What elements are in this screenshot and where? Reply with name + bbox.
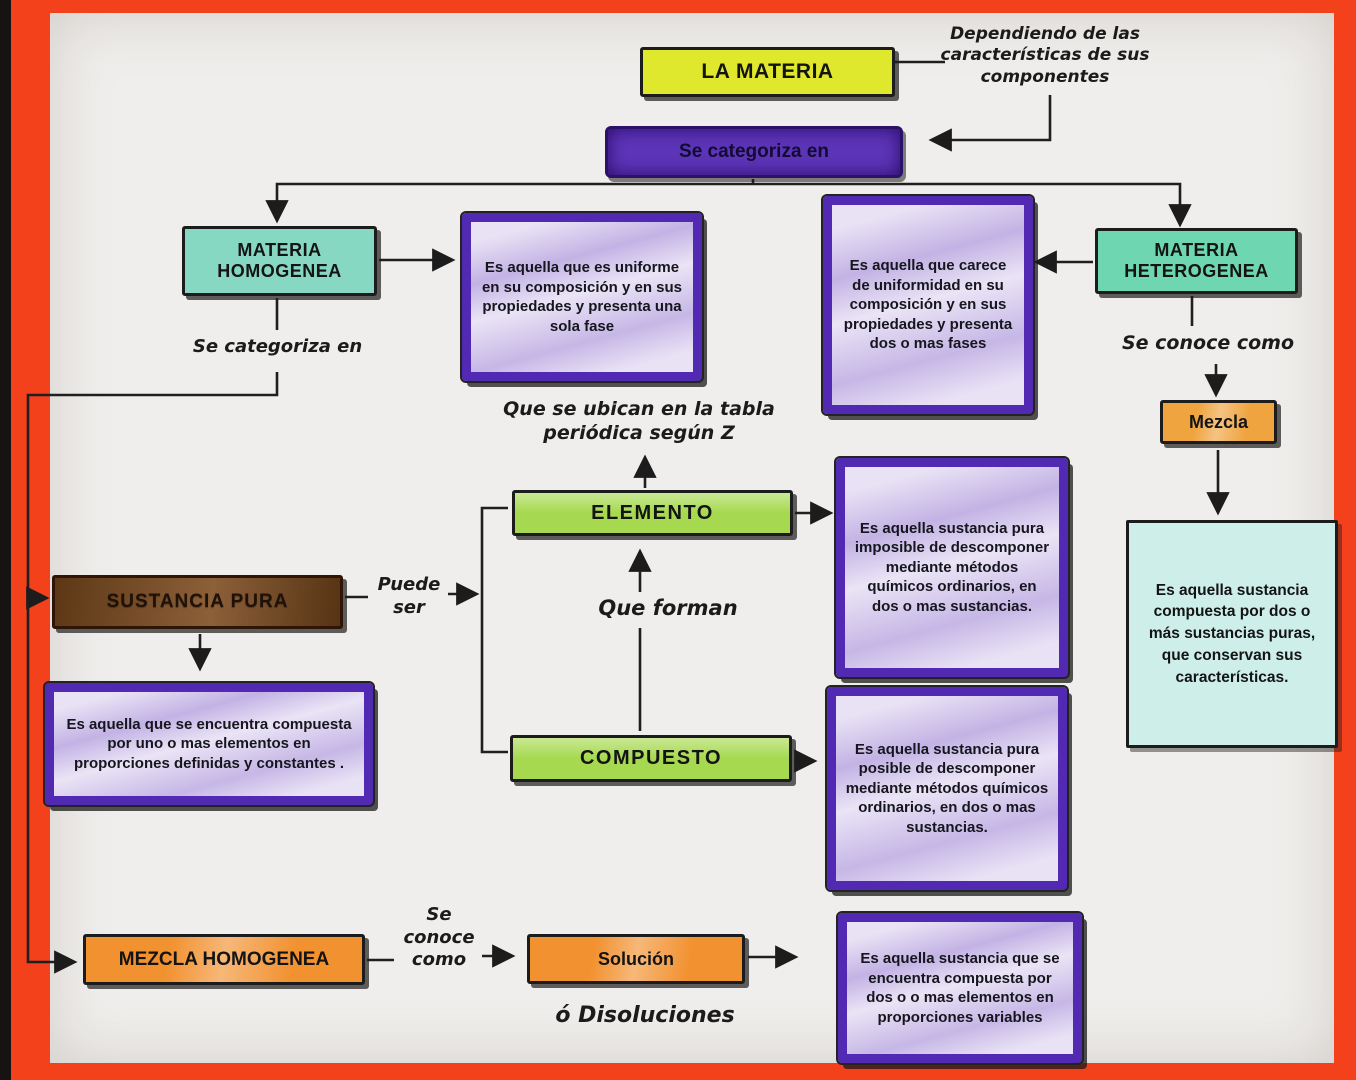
node-def-mezcla: Es aquella sustancia compuesta por dos o… [1126,520,1338,748]
node-la-materia: LA MATERIA [640,47,895,97]
solucion-label: Solución [598,948,674,969]
mezcla-label: Mezcla [1188,411,1249,432]
note-tabla-periodica: Que se ubican en la tabla periódica segú… [503,398,775,444]
def-elemento-text: Es aquella sustancia pura imposible de d… [854,519,1050,615]
la-materia-label: LA MATERIA [701,60,834,83]
def-sustancia-pura-text: Es aquella que se encuentra compuesta po… [66,715,352,772]
node-solucion: Solución [527,934,745,984]
compuesto-label: COMPUESTO [579,747,723,769]
note-dependiendo: Dependiendo de las características de su… [940,24,1150,87]
def-compuesto-text: Es aquella sustancia pura posible de des… [845,740,1049,836]
materia-heterogenea-label: MATERIA HETEROGENEA [1124,240,1269,281]
note-se-categoriza-en: Se categoriza en [192,336,363,357]
node-materia-heterogenea: MATERIA HETEROGENEA [1095,228,1298,294]
note-que-forman: Que forman [598,596,738,620]
node-mezcla-homogenea: MEZCLA HOMOGENEA [83,934,365,985]
node-compuesto: COMPUESTO [510,735,792,782]
note-se-conoce-como-2: Se conoce como [403,904,475,970]
def-mezcla-text: Es aquella sustancia compuesta por dos o… [1148,581,1316,686]
node-def-elemento: Es aquella sustancia pura imposible de d… [834,456,1070,679]
sustancia-pura-label: SUSTANCIA PURA [106,591,289,612]
left-edge-shadow [0,0,11,1080]
node-materia-homogenea: MATERIA HOMOGENEA [182,226,377,296]
node-def-heterogenea: Es aquella que carece de uniformidad en … [821,194,1035,416]
node-sustancia-pura: SUSTANCIA PURA [52,575,343,629]
note-puede-ser: Puede ser [377,574,441,618]
note-o-disoluciones: ó Disoluciones [555,1003,735,1028]
node-elemento: ELEMENTO [512,490,793,536]
node-def-solucion: Es aquella sustancia que se encuentra co… [836,911,1084,1065]
node-def-compuesto: Es aquella sustancia pura posible de des… [825,685,1069,892]
materia-homogenea-label: MATERIA HOMOGENEA [217,240,342,281]
node-mezcla: Mezcla [1160,400,1277,444]
se-categoriza-label: Se categoriza en [679,141,829,162]
node-def-homogenea: Es aquella que es uniforme en su composi… [460,211,704,383]
node-se-categoriza: Se categoriza en [605,126,903,178]
def-solucion-text: Es aquella sustancia que se encuentra co… [860,950,1060,1026]
elemento-label: ELEMENTO [591,501,714,524]
mezcla-homogenea-label: MEZCLA HOMOGENEA [118,948,330,970]
def-homogenea-text: Es aquella que es uniforme en su composi… [481,259,683,335]
def-heterogenea-text: Es aquella que carece de uniformidad en … [843,257,1013,353]
node-def-sustancia-pura: Es aquella que se encuentra compuesta po… [43,681,375,807]
note-se-conoce-como: Se conoce como [1121,332,1294,354]
